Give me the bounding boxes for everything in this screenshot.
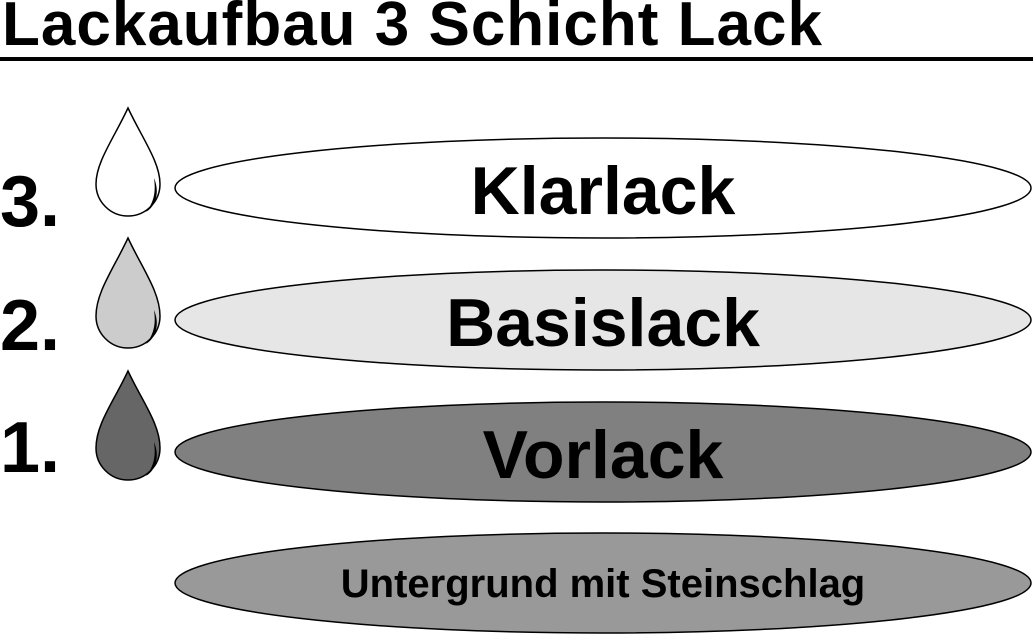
layer-number-1: 1. — [0, 408, 60, 488]
layer-vorlack: 1. Vorlack — [0, 369, 1032, 503]
drop-body — [95, 106, 161, 217]
drop-shine — [146, 310, 157, 344]
layer-ellipse-klarlack — [174, 137, 1032, 239]
paint-drop-icon-clear — [95, 106, 161, 217]
layer-basislack: 2. Basislack — [0, 236, 1032, 371]
substrate-label: Untergrund mit Steinschlag — [341, 562, 866, 606]
layer-label-vorlack: Vorlack — [483, 417, 724, 493]
drop-body — [95, 369, 161, 481]
layer-klarlack: 3. Klarlack — [0, 106, 1032, 242]
layer-number-2: 2. — [0, 286, 60, 366]
paint-drop-icon-base — [95, 236, 161, 349]
substrate-ellipse — [174, 532, 1032, 634]
drop-shine — [146, 442, 157, 476]
drop-body — [95, 236, 161, 349]
layer-ellipse-basislack — [174, 269, 1032, 371]
substrate-layer: Untergrund mit Steinschlag — [174, 532, 1032, 634]
layer-ellipse-vorlack — [174, 401, 1032, 503]
layer-label-klarlack: Klarlack — [471, 153, 736, 229]
layer-label-basislack: Basislack — [446, 285, 760, 361]
drop-shine — [146, 178, 157, 212]
paint-drop-icon-primer — [95, 369, 161, 481]
diagram-title: Lackaufbau 3 Schicht Lack — [2, 0, 823, 59]
layer-number-3: 3. — [0, 162, 60, 242]
title-underline — [0, 57, 1033, 61]
